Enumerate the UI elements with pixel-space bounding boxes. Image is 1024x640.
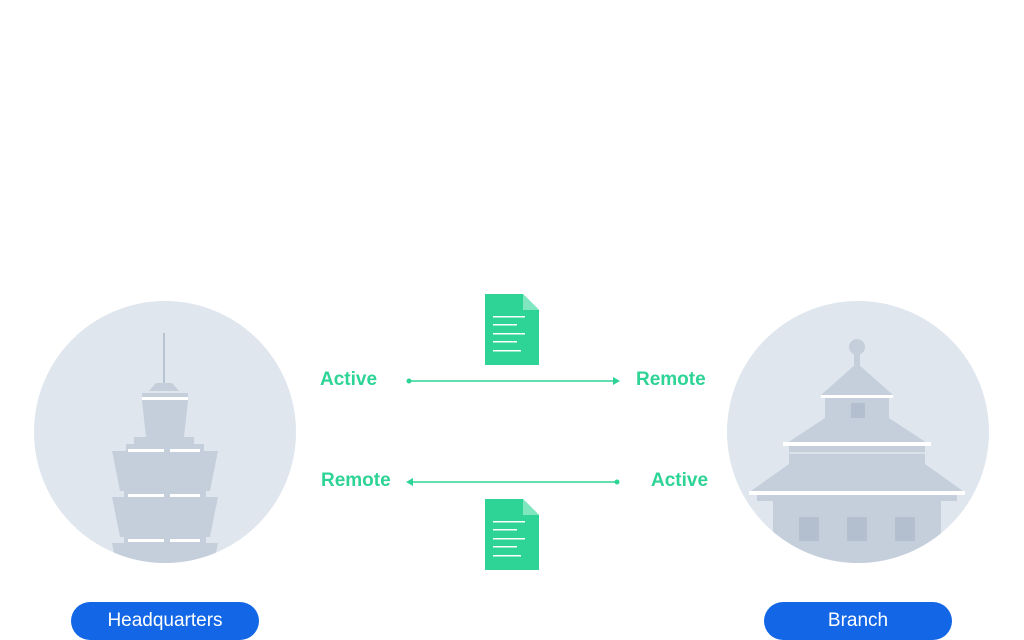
bottom-source-label: Active: [651, 470, 709, 491]
temple-building-icon: [749, 339, 965, 563]
document-icon: [485, 499, 539, 570]
document-icon: [485, 294, 539, 365]
branch-label: Branch: [764, 602, 952, 640]
branch-circle: [727, 301, 989, 563]
tower-building-icon: [112, 333, 218, 563]
top-source-label: Active: [320, 369, 378, 390]
bottom-flow-arrow: [406, 478, 620, 486]
bottom-target-label: Remote: [321, 470, 391, 491]
headquarters-circle: [34, 301, 296, 563]
top-target-label: Remote: [636, 369, 706, 390]
headquarters-label: Headquarters: [71, 602, 259, 640]
top-flow-arrow: [406, 377, 620, 385]
